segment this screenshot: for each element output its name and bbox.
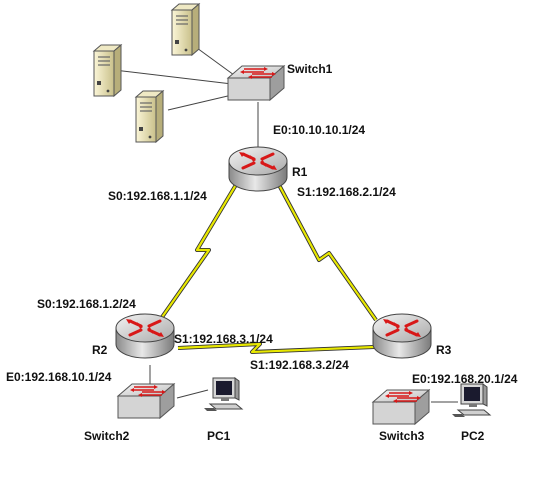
r2-s1-label: S1:192.168.3.1/24 bbox=[174, 332, 273, 346]
r1-e0-label: E0:10.10.10.1/24 bbox=[273, 123, 366, 137]
switch2-icon bbox=[117, 383, 175, 419]
pc2-icon bbox=[451, 383, 491, 418]
switch1-label: Switch1 bbox=[287, 62, 333, 76]
router-r1-icon bbox=[227, 145, 289, 193]
link-switch2-pc1 bbox=[176, 389, 209, 399]
server-icon bbox=[135, 90, 164, 143]
router-r2-label: R2 bbox=[92, 343, 108, 357]
server-icon bbox=[93, 44, 122, 97]
link-server2-switch1 bbox=[113, 69, 233, 85]
pc2-label: PC2 bbox=[461, 429, 485, 443]
r1-s1-label: S1:192.168.2.1/24 bbox=[297, 185, 396, 199]
r1-s0-label: S0:192.168.1.1/24 bbox=[108, 189, 207, 203]
switch3-icon bbox=[372, 389, 430, 425]
switch2-label: Switch2 bbox=[84, 429, 130, 443]
serial-link-r1-r2 bbox=[158, 181, 239, 322]
router-r3-icon bbox=[371, 312, 433, 360]
ethernet-links bbox=[113, 39, 458, 403]
serial-link-r2-r3 bbox=[177, 342, 375, 354]
pc1-label: PC1 bbox=[207, 429, 231, 443]
router-r2-icon bbox=[114, 312, 176, 360]
link-server3-switch1 bbox=[167, 94, 233, 111]
r3-s1-label: S1:192.168.3.2/24 bbox=[250, 358, 349, 372]
pc1-icon bbox=[203, 377, 243, 412]
r3-e0-label: E0:192.168.20.1/24 bbox=[412, 372, 518, 386]
switch1-icon bbox=[227, 65, 285, 101]
router-r3-label: R3 bbox=[436, 343, 452, 357]
server-icon bbox=[171, 3, 200, 56]
r2-e0-label: E0:192.168.10.1/24 bbox=[6, 370, 112, 384]
serial-links bbox=[158, 181, 378, 354]
switch3-label: Switch3 bbox=[379, 429, 425, 443]
serial-link-r1-r3 bbox=[276, 182, 378, 322]
r2-s0-label: S0:192.168.1.2/24 bbox=[37, 297, 136, 311]
router-r1-label: R1 bbox=[292, 165, 308, 179]
